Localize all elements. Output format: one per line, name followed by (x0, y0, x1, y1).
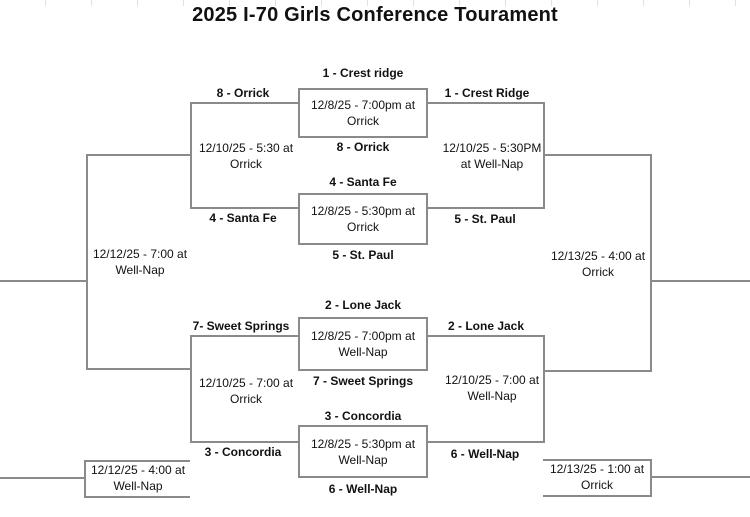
game-qf4-schedule-line2: Well-Nap (338, 452, 388, 467)
right-final-info-line1: 12/13/25 - 4:00 at (550, 249, 646, 263)
bracket-line-left-bottom-join (84, 460, 86, 498)
bracket-line-right-sf2-join (543, 335, 545, 443)
game-box-qf4: 12/8/25 - 5:30pm at Well-Nap (298, 425, 428, 478)
bracket-line-left-sf2-winner (86, 368, 192, 370)
bracket-line-left-bottom-top (84, 460, 190, 462)
bracket-line-right-qf4-feeder (428, 441, 545, 443)
left-final-info: 12/12/25 - 7:00 at Well-Nap (88, 246, 192, 278)
seed-label-qf2-top: 4 - Santa Fe (329, 175, 397, 189)
bracket-line-right-qf1-feeder (428, 102, 545, 104)
game-qf2-schedule-line2: Orrick (347, 220, 379, 234)
left-semifinal-bottom-info-line2: Orrick (230, 392, 262, 406)
game-qf1-schedule-line2: Orrick (347, 114, 379, 128)
right-semifinal-top-info-line1: 12/10/25 - 5:30PM (442, 141, 542, 155)
bracket-line-right-sf2-winner (543, 370, 652, 372)
right-advancer-crest-ridge: 1 - Crest Ridge (444, 86, 530, 100)
bracket-line-right-final-winner (650, 280, 750, 282)
bracket-line-left-final-join (86, 154, 88, 370)
left-final-info-line1: 12/12/25 - 7:00 at (92, 247, 188, 261)
left-semifinal-top-info-line2: Orrick (230, 157, 262, 171)
left-semifinal-bottom-info: 12/10/25 - 7:00 at Orrick (192, 375, 300, 407)
game-qf3-schedule-line2: Well-Nap (338, 345, 388, 359)
right-advancer-lone-jack: 2 - Lone Jack (447, 319, 525, 333)
right-semifinal-bottom-info: 12/10/25 - 7:00 at Well-Nap (436, 372, 548, 404)
left-bottom-game-info: 12/12/25 - 4:00 at Well-Nap (87, 462, 189, 494)
right-semifinal-top-info-line2: at Well-Nap (460, 157, 524, 171)
seed-label-qf1-bottom: 8 - Orrick (336, 140, 390, 154)
right-final-info-line2: Orrick (582, 265, 614, 279)
bracket-line-right-bottom-top (543, 459, 652, 461)
seed-label-qf4-bottom: 6 - Well-Nap (328, 482, 398, 496)
bracket-line-left-final-winner (0, 280, 88, 282)
game-qf2-schedule-line1: 12/8/25 - 5:30pm at (310, 204, 416, 218)
left-final-info-line2: Well-Nap (115, 263, 165, 277)
bracket-line-left-sf2-join (190, 335, 192, 443)
left-advancer-orrick: 8 - Orrick (216, 86, 270, 100)
game-box-qf2: 12/8/25 - 5:30pm at Orrick (298, 193, 428, 245)
right-semifinal-bottom-info-line2: Well-Nap (467, 389, 517, 403)
game-qf4-schedule-line1: 12/8/25 - 5:30pm at (310, 436, 416, 451)
left-bottom-game-info-line1: 12/12/25 - 4:00 at (90, 463, 186, 477)
game-qf3-schedule-line1: 12/8/25 - 7:00pm at (310, 329, 416, 343)
bracket-line-right-qf3-feeder (428, 335, 545, 337)
bracket-line-left-qf4-feeder (190, 441, 298, 443)
game-box-qf1: 12/8/25 - 7:00pm at Orrick (298, 88, 428, 138)
bracket-line-left-qf1-feeder (190, 102, 298, 104)
right-final-info: 12/13/25 - 4:00 at Orrick (545, 248, 651, 280)
bracket-line-right-final-join (650, 154, 652, 372)
page-title: 2025 I-70 Girls Conference Tourament (192, 4, 558, 26)
right-bottom-game-info: 12/13/25 - 1:00 at Orrick (546, 461, 648, 493)
bracket-line-left-bottom-winner (0, 477, 86, 479)
seed-label-qf2-bottom: 5 - St. Paul (332, 248, 394, 262)
bracket-line-right-qf2-feeder (428, 207, 545, 209)
right-semifinal-bottom-info-line1: 12/10/25 - 7:00 at (444, 373, 540, 387)
right-advancer-st-paul: 5 - St. Paul (454, 212, 516, 226)
right-bottom-game-info-line1: 12/13/25 - 1:00 at (549, 462, 645, 476)
game-box-qf3: 12/8/25 - 7:00pm at Well-Nap (298, 317, 428, 371)
bracket-line-left-qf2-feeder (190, 207, 298, 209)
bracket-line-right-bottom-bottom (543, 495, 652, 497)
left-bottom-game-info-line2: Well-Nap (113, 479, 163, 493)
bracket-line-right-sf1-winner (543, 154, 652, 156)
seed-label-qf3-bottom: 7 - Sweet Springs (312, 374, 414, 388)
bracket-line-right-bottom-winner (650, 476, 750, 478)
left-semifinal-bottom-info-line1: 12/10/25 - 7:00 at (198, 376, 294, 390)
seed-label-qf1-top: 1 - Crest ridge (322, 66, 404, 80)
bracket-line-right-bottom-join (650, 459, 652, 497)
right-bottom-game-info-line2: Orrick (581, 478, 613, 492)
left-semifinal-top-info-line1: 12/10/25 - 5:30 at (198, 141, 294, 155)
spreadsheet-gridline-ticks (0, 0, 750, 6)
right-semifinal-top-info: 12/10/25 - 5:30PM at Well-Nap (434, 140, 550, 172)
seed-label-qf3-top: 2 - Lone Jack (324, 298, 402, 312)
bracket-line-left-qf3-feeder (190, 335, 298, 337)
left-semifinal-top-info: 12/10/25 - 5:30 at Orrick (192, 140, 300, 172)
bracket-line-left-sf1-winner (86, 154, 192, 156)
left-advancer-santa-fe: 4 - Santa Fe (209, 211, 277, 225)
bracket-line-left-bottom-bottom (84, 496, 190, 498)
game-qf1-schedule-line1: 12/8/25 - 7:00pm at (310, 98, 416, 112)
left-advancer-sweet-springs: 7- Sweet Springs (192, 319, 290, 333)
seed-label-qf4-top: 3 - Concordia (324, 409, 402, 423)
left-advancer-concordia: 3 - Concordia (204, 445, 282, 459)
right-advancer-well-nap: 6 - Well-Nap (450, 447, 520, 461)
